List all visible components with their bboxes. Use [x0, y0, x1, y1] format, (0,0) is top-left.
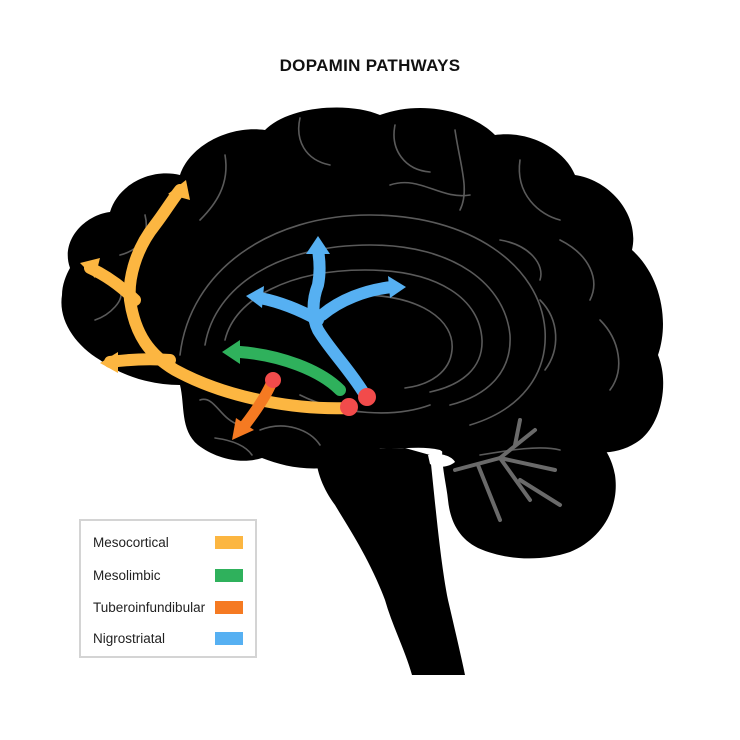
legend-label: Tuberoinfundibular — [93, 600, 206, 615]
legend-swatch — [215, 601, 243, 614]
vta-nucleus — [340, 398, 358, 416]
nuclei — [265, 372, 376, 416]
legend-label: Mesolimbic — [93, 568, 161, 583]
legend-label: Mesocortical — [93, 535, 169, 550]
legend-item-nigrostriatal: Nigrostriatal — [93, 629, 243, 649]
diagram-title: DOPAMIN PATHWAYS — [279, 56, 461, 75]
legend-item-tuberoinfundibular: Tuberoinfundibular — [93, 598, 243, 618]
fourth-ventricle-gap — [428, 453, 455, 467]
legend-item-mesocortical: Mesocortical — [93, 533, 243, 553]
brainstem-edge — [439, 467, 459, 621]
nigrostriatal-arrowheads — [246, 236, 406, 308]
hypothalamus-nucleus — [265, 372, 281, 388]
legend-swatch — [215, 632, 243, 645]
nigrostriatal-pathway — [254, 244, 398, 401]
legend-swatch — [215, 536, 243, 549]
arbor-vitae — [453, 418, 562, 522]
legend: Mesocortical Mesolimbic Tuberoinfundibul… — [79, 519, 257, 658]
substantia-nigra-nucleus — [358, 388, 376, 406]
brainstem-shape — [315, 440, 465, 675]
mesocortical-arrowheads — [80, 180, 190, 373]
legend-item-mesolimbic: Mesolimbic — [93, 566, 243, 586]
gyri-lines — [94, 117, 620, 456]
legend-label: Nigrostriatal — [93, 631, 166, 646]
mesolimbic-pathway — [222, 340, 346, 396]
legend-swatch — [215, 569, 243, 582]
